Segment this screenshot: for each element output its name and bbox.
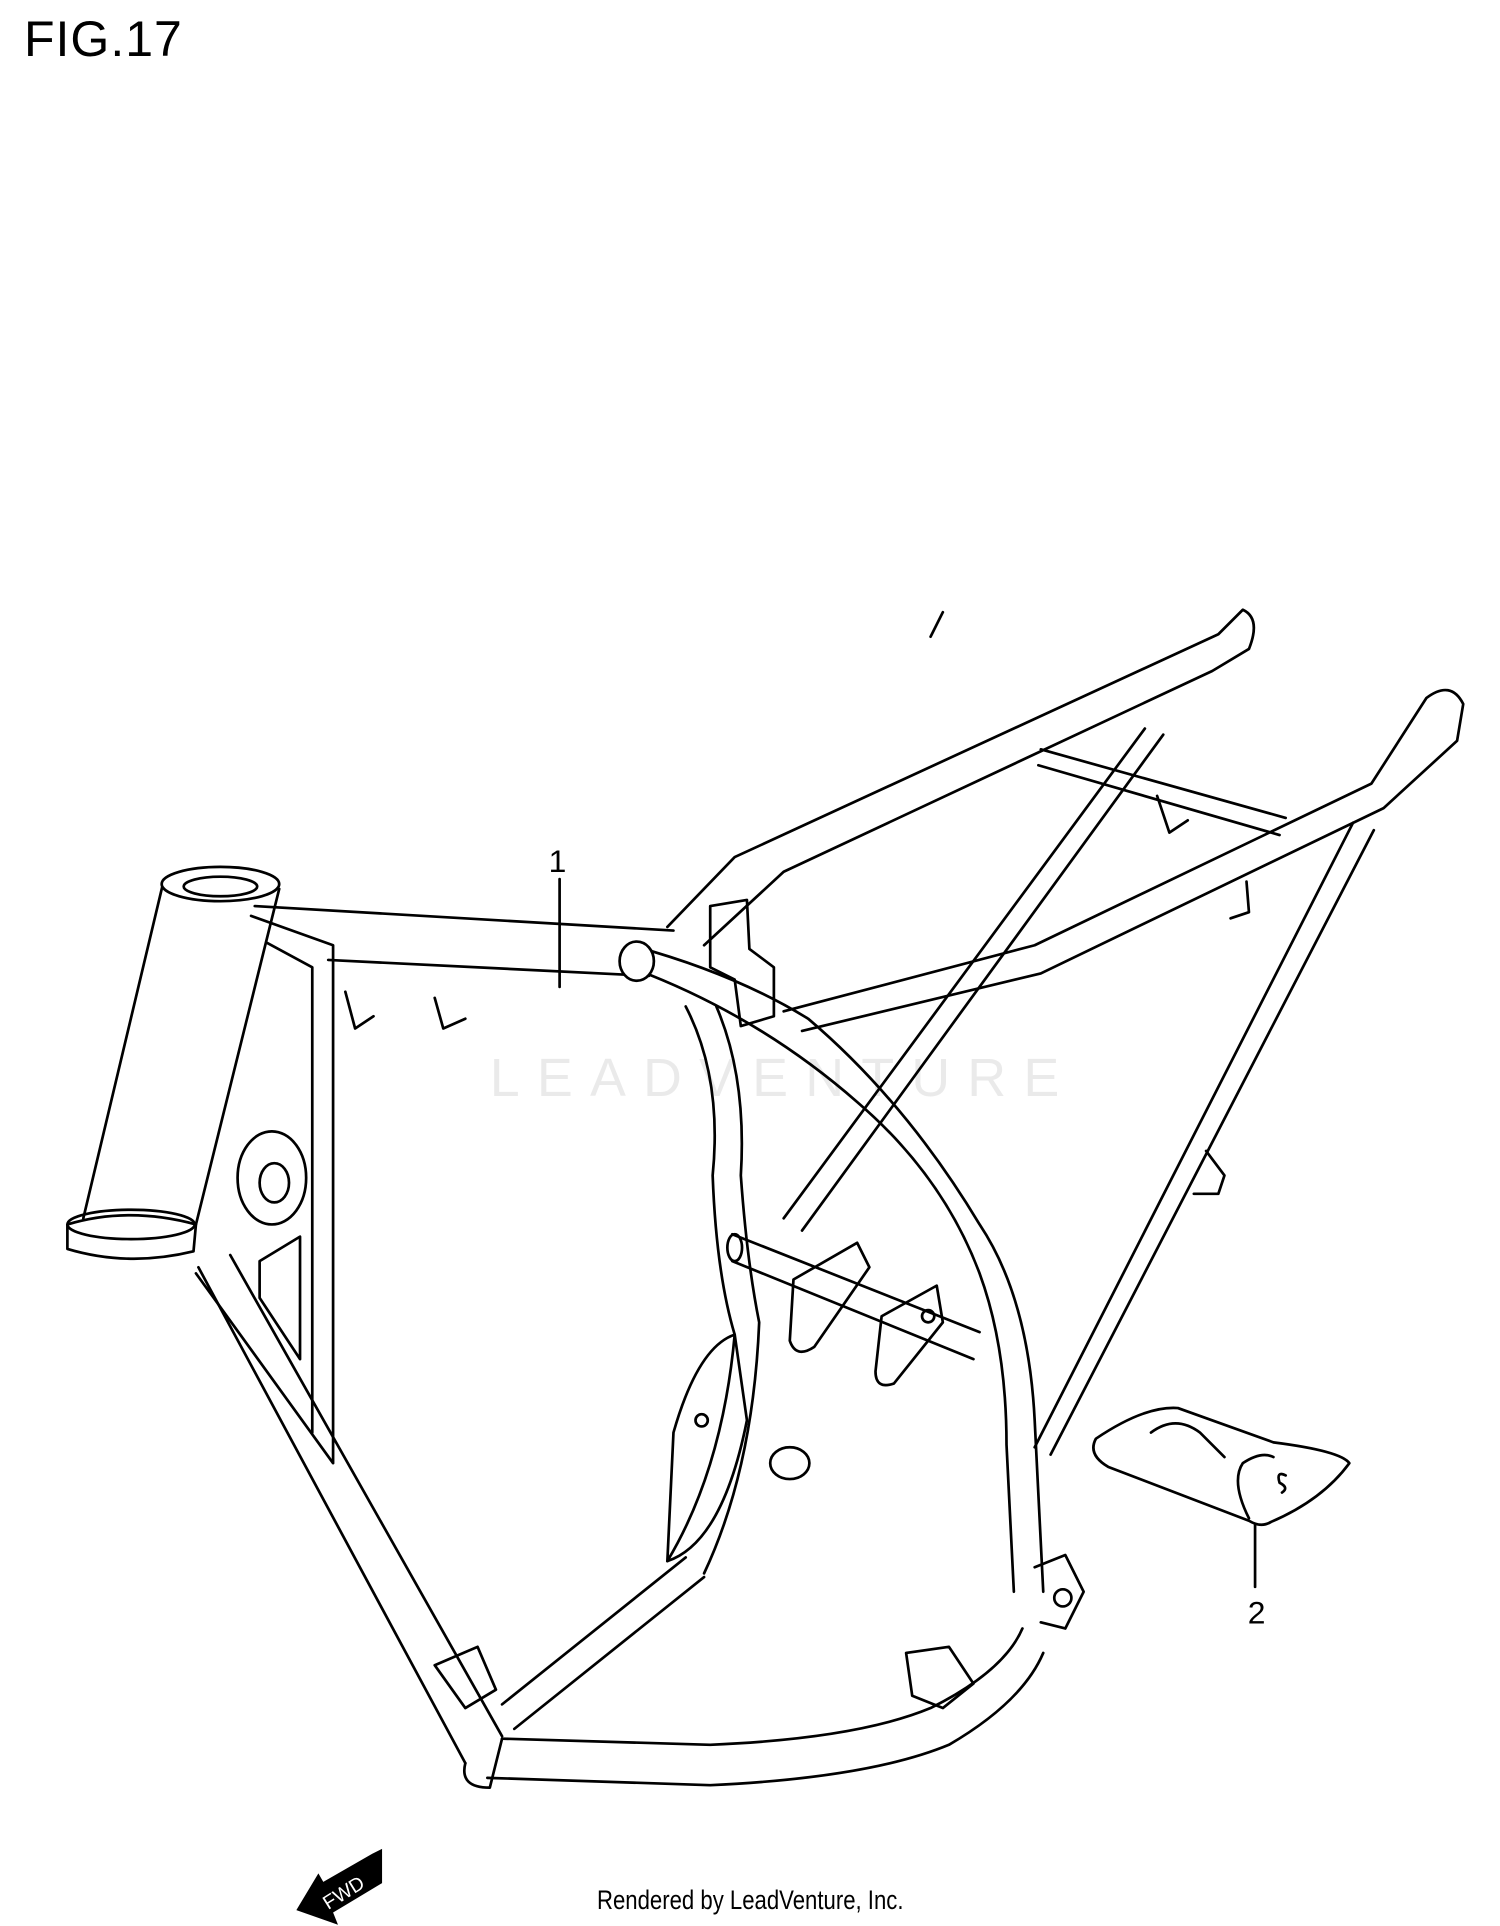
footer-credit: Rendered by LeadVenture, Inc. bbox=[597, 1885, 904, 1915]
callout-1[interactable]: 1 bbox=[549, 843, 567, 879]
seat-plate-part-2[interactable] bbox=[1092, 1406, 1351, 1527]
callout-2[interactable]: 2 bbox=[1248, 1595, 1266, 1631]
watermark: LEADVENTURE bbox=[490, 1048, 1077, 1108]
figure-title: FIG.17 bbox=[24, 11, 183, 67]
fwd-arrow-icon: FWD bbox=[296, 1848, 383, 1925]
frame-part-1[interactable] bbox=[66, 608, 1465, 1789]
